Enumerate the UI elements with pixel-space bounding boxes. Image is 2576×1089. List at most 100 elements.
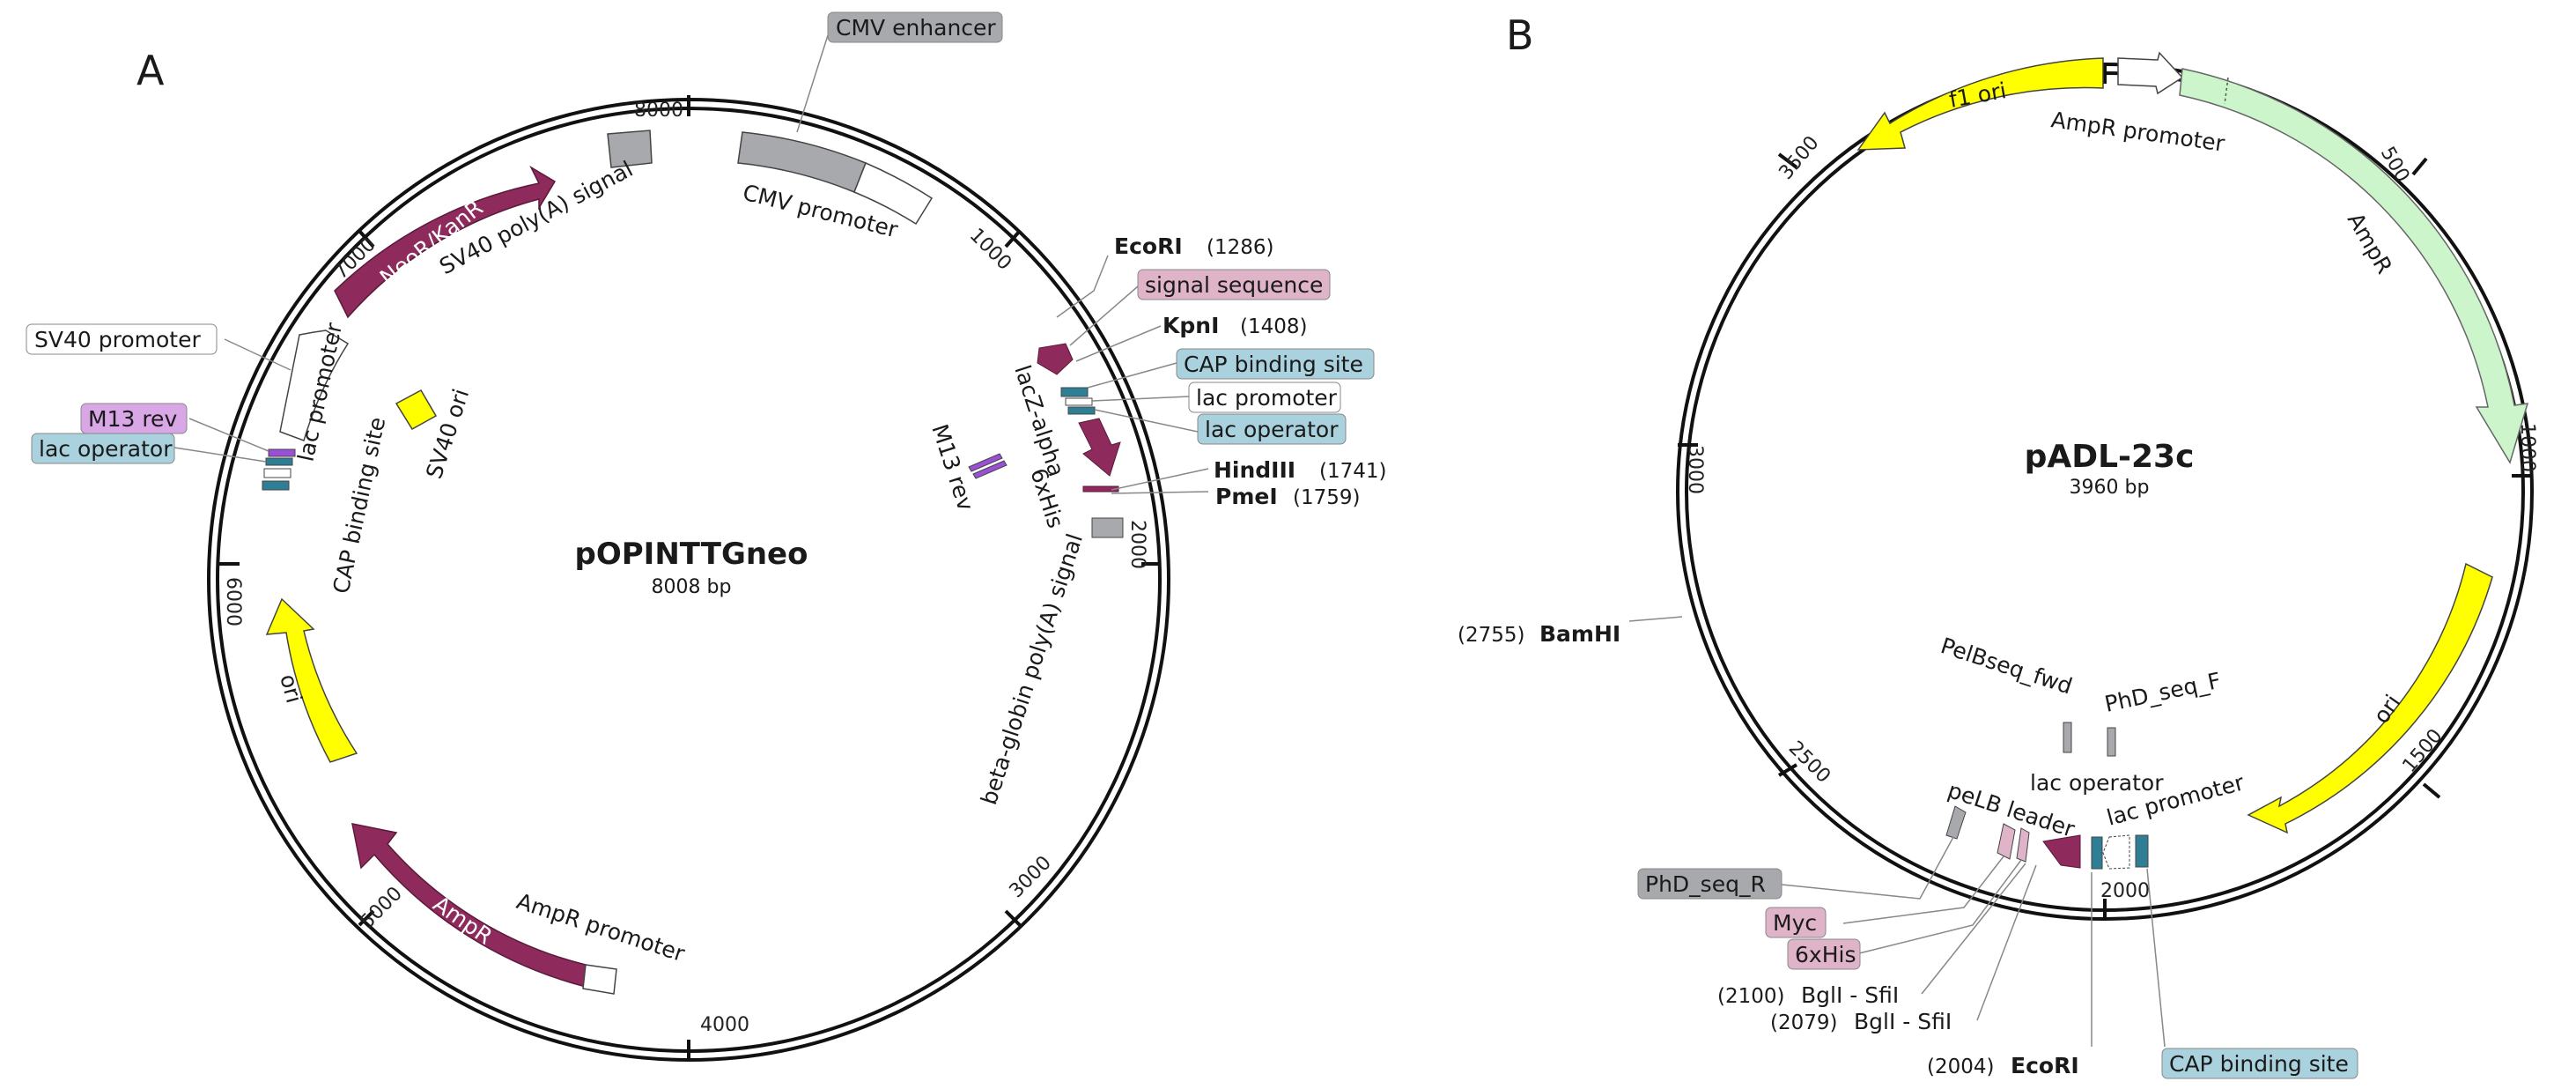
lacz-alpha-label: lacZ-alpha — [1009, 362, 1069, 480]
neor-kanr-arrow — [334, 166, 557, 319]
tick-6000: 6000 — [222, 577, 244, 626]
bgli-sfii-2-name: BglI - SfiI — [1854, 1009, 1952, 1034]
pelbseq-fwd-label: PelBseq_fwd — [1938, 633, 2075, 700]
panel-a-letter: A — [137, 47, 165, 94]
m13-rev-inner-mark-1 — [968, 453, 1003, 472]
hindiii-pos: (1741) — [1319, 460, 1386, 483]
signal-sequence-arrow-a — [1037, 343, 1074, 375]
phd-seq-r-box-label: PhD_seq_R — [1645, 871, 1766, 897]
lac-operator-label-b: lac operator — [2030, 770, 2164, 796]
lac-operator-box-label-a: lac operator — [39, 436, 173, 462]
ecori-pos-a: (1286) — [1207, 236, 1273, 259]
sixhis-box-label-b: 6xHis — [1795, 942, 1856, 967]
cap-binding-mark-a — [262, 480, 290, 491]
beta-globin-label: beta-globin poly(A) signal — [976, 530, 1088, 808]
sixhis-label-a: 6xHis — [1025, 465, 1068, 531]
sixhis-mark-b — [2016, 827, 2030, 863]
pmei-name: PmeI — [1215, 484, 1278, 509]
ecori-pos-b: (2004) — [1927, 1056, 1994, 1078]
signal-sequence-box-label: signal sequence — [1145, 272, 1323, 298]
tick-4000: 4000 — [700, 1014, 749, 1036]
sv40-promoter-box — [26, 323, 218, 355]
plasmid-name-a: pOPINTTGneo — [575, 537, 808, 572]
ampr-promoter-label-b: AmpR promoter — [2049, 107, 2226, 156]
phd-seq-r-mark — [1945, 805, 1967, 840]
m13-rev-box-label: M13 rev — [88, 406, 177, 432]
lac-promoter-mark-right-a — [1065, 397, 1093, 406]
cmv-enhancer-label: CMV enhancer — [836, 15, 996, 41]
sv40-polya-block — [607, 130, 653, 168]
cap-binding-mark-b — [2135, 834, 2149, 868]
sv40-promoter-arc — [279, 330, 350, 441]
tick-8000: 8000 — [634, 100, 683, 122]
tick-5000: 5000 — [357, 883, 407, 933]
lac-operator-mark-right-a — [1067, 406, 1096, 415]
ampr-arrow-b — [2179, 68, 2529, 464]
cap-binding-mark-right-a — [1060, 387, 1089, 397]
lacz-alpha-arrow — [1078, 418, 1121, 477]
lac-operator-mark-a — [265, 457, 293, 466]
panel-a: A 8000 1000 2000 3000 4000 5000 6000 700… — [26, 11, 1386, 1062]
pelbseq-fwd-mark — [2063, 722, 2072, 753]
ori-arrow-a — [265, 597, 358, 763]
pelb-leader-arrow — [2042, 834, 2081, 869]
bgli-sfii-1-pos: (2100) — [1717, 985, 1784, 1008]
ecori-name-b: EcoRI — [2011, 1053, 2079, 1078]
ori-arrow-b — [2247, 562, 2493, 834]
phd-seq-f-label: PhD_seq_F — [2102, 668, 2223, 717]
cmv-promoter-white-arc — [853, 162, 934, 226]
cap-binding-box-b — [2161, 1048, 2358, 1079]
bgli-sfii-2-pos: (2079) — [1770, 1011, 1837, 1034]
bgli-sfii-1-name: BglI - SfiI — [1801, 982, 1899, 1008]
f1-ori-arrow — [1856, 57, 2104, 151]
panel-b: B 500 1000 1500 2000 2500 3000 3500 pADL… — [1458, 11, 2538, 1079]
m13-rev-mark-a — [268, 448, 296, 457]
lac-operator-mark-b — [2091, 836, 2103, 870]
tick-2000: 2000 — [1126, 520, 1148, 569]
plasmid-size-a: 8008 bp — [652, 576, 732, 598]
cap-binding-box-a — [1176, 348, 1375, 380]
beta-globin-block — [1091, 517, 1124, 538]
plasmid-name-b: pADL-23c — [2025, 439, 2195, 475]
ampr-arrow-a — [351, 823, 587, 988]
phd-seq-r-box — [1637, 868, 1783, 900]
bamhi-pos: (2755) — [1458, 624, 1524, 647]
f1-ori-label: f1 ori — [1947, 78, 2008, 113]
cmv-enhancer-box — [827, 11, 1003, 43]
ticks-b — [1678, 64, 2532, 919]
plasmid-size-b: 3960 bp — [2070, 477, 2150, 499]
sv40-ori-label: SV40 ori — [421, 386, 474, 482]
ampr-label-a: AmpR — [429, 891, 498, 950]
tick-2000-b: 2000 — [2100, 880, 2150, 902]
signal-sequence-box — [1137, 269, 1331, 300]
lac-operator-box-right-label-a: lac operator — [1205, 417, 1339, 442]
ampr-label-b: AmpR — [2343, 209, 2397, 278]
m13-rev-inner-mark-2 — [972, 460, 1008, 479]
cap-binding-label-a: CAP binding site — [328, 415, 391, 596]
phd-seq-f-mark — [2107, 727, 2116, 757]
lac-promoter-box-label-a: lac promoter — [1196, 385, 1338, 411]
lac-promoter-mark-a — [263, 468, 292, 478]
hindiii-name: HindIII — [1214, 457, 1295, 483]
pmei-pos: (1759) — [1293, 486, 1360, 509]
myc-box-label: Myc — [1773, 910, 1817, 936]
sv40-ori-block — [395, 389, 438, 431]
kpni-pos: (1408) — [1240, 315, 1307, 338]
myc-mark — [1997, 823, 2016, 860]
sv40-promoter-box-label: SV40 promoter — [34, 327, 201, 352]
ticks-a — [218, 95, 1161, 1062]
ampr-promoter-block-a — [582, 964, 617, 995]
ecori-name-a: EcoRI — [1114, 233, 1183, 259]
bamhi-name: BamHI — [1539, 621, 1620, 647]
tick-3000: 3000 — [1006, 852, 1056, 902]
lac-operator-box-a — [31, 433, 175, 464]
ampr-promoter-arrow-b — [2117, 51, 2184, 95]
cap-binding-box-label-a: CAP binding site — [1184, 352, 1363, 377]
panel-b-letter: B — [1506, 11, 1534, 59]
lac-promoter-mark-b — [2102, 834, 2130, 870]
lac-operator-box-right-a — [1197, 413, 1347, 445]
tick-3000-b: 3000 — [1684, 445, 1706, 494]
myc-box — [1765, 907, 1827, 938]
sixhis-box-b — [1787, 938, 1861, 970]
